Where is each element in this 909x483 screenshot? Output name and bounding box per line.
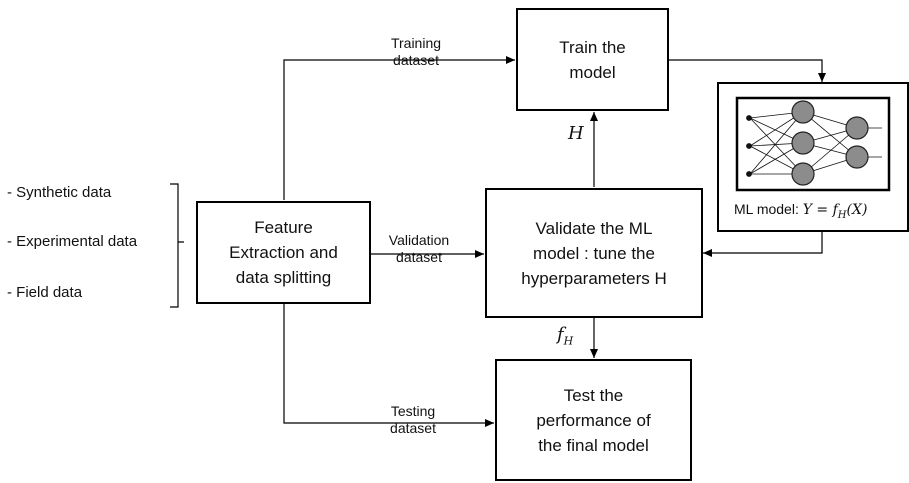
fh-label: fH	[557, 324, 574, 348]
arrow-testing	[283, 304, 494, 427]
source-bracket	[170, 183, 184, 308]
validation-dataset-label: Validation dataset	[388, 232, 450, 265]
feature-extraction-box: Feature Extraction and data splitting	[196, 201, 371, 304]
arrow-training	[283, 56, 515, 200]
test-model-box: Test the performance of the final model	[495, 359, 692, 481]
train-model-box: Train the model	[516, 8, 669, 111]
training-dataset-label: Training dataset	[390, 35, 442, 68]
arrow-model-to-validate	[703, 232, 823, 257]
source-field-data: - Field data	[7, 284, 83, 301]
source-synthetic-data: - Synthetic data	[7, 184, 112, 201]
neural-net-icon	[746, 100, 882, 186]
source-experimental-data: - Experimental data	[7, 233, 138, 250]
arrow-train-to-model	[669, 59, 826, 82]
test-model-label: Test the performance of the final model	[536, 385, 651, 455]
hyperparameter-h-label: H	[568, 123, 584, 144]
validate-model-label: Validate the ML model : tune the hyperpa…	[521, 218, 667, 288]
train-model-label: Train the model	[559, 37, 626, 82]
ml-model-caption: ML model: Y = fH(X)	[734, 201, 868, 221]
feature-extraction-label: Feature Extraction and data splitting	[229, 218, 338, 287]
validate-model-box: Validate the ML model : tune the hyperpa…	[485, 188, 703, 318]
testing-dataset-label: Testing dataset	[390, 403, 436, 436]
